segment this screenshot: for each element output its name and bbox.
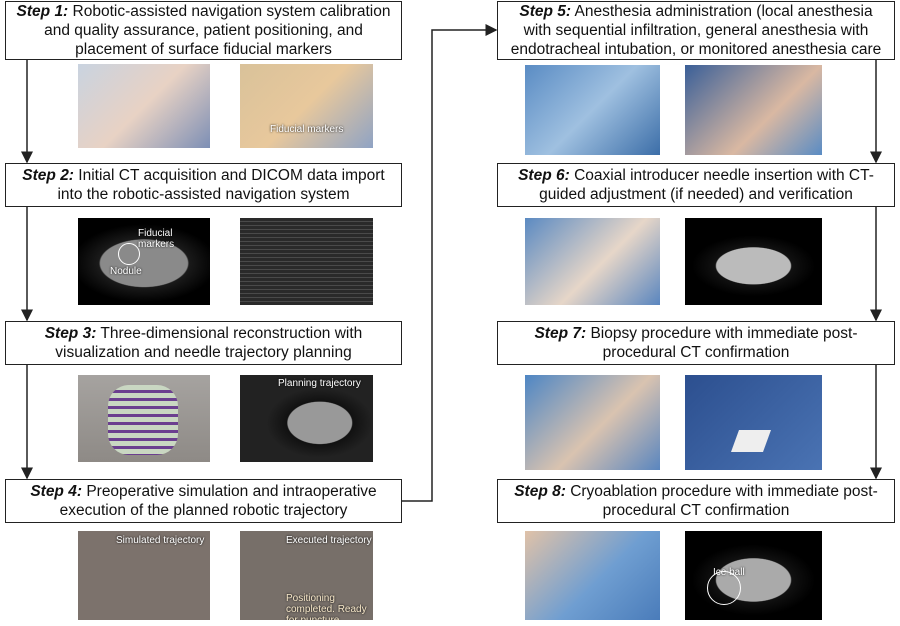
specimen-card	[730, 430, 772, 452]
step-1-box: Step 1: Robotic-assisted navigation syst…	[5, 1, 402, 60]
ice-ball-circle	[707, 571, 741, 605]
step-text: Initial CT acquisition and DICOM data im…	[57, 167, 385, 203]
biopsy-sample-photo	[685, 375, 822, 470]
step-6-box: Step 6: Coaxial introducer needle insert…	[497, 163, 895, 207]
step-text: Anesthesia administration (local anesthe…	[510, 3, 882, 58]
step-text: Cryoablation procedure with immediate po…	[570, 483, 878, 519]
ice-ball-ct-image: Ice ball	[685, 531, 822, 620]
simulated-trajectory-image: Simulated trajectory	[78, 531, 210, 620]
step-text: Robotic-assisted navigation system calib…	[44, 3, 391, 58]
simulated-label: Simulated trajectory	[116, 535, 205, 546]
ribcage-model	[108, 385, 178, 455]
fiducial-label: Fiducial markers	[138, 228, 175, 250]
trajectory-planning-screenshot: Planning trajectory	[240, 375, 373, 462]
local-anesthesia-photo	[525, 65, 660, 155]
patient-positioning-photo	[78, 64, 210, 148]
fiducial-label: Fiducial markers	[270, 124, 344, 135]
step-text: Three-dimensional reconstruction with vi…	[55, 325, 363, 361]
step-2-box: Step 2: Initial CT acquisition and DICOM…	[5, 163, 402, 207]
step-5-box: Step 5: Anesthesia administration (local…	[497, 1, 895, 60]
step-label: Step 1:	[16, 3, 69, 20]
step-label: Step 8:	[514, 483, 566, 500]
step-7-box: Step 7: Biopsy procedure with immediate …	[497, 321, 895, 365]
positioning-label: Positioning completed. Ready for punctur…	[286, 593, 367, 620]
planning-label: Planning trajectory	[278, 378, 361, 389]
step-text: Coaxial introducer needle insertion with…	[539, 167, 874, 203]
step-label: Step 7:	[534, 325, 587, 342]
biopsy-procedure-photo	[525, 375, 660, 470]
step-label: Step 5:	[519, 3, 572, 20]
step-label: Step 4:	[30, 483, 82, 500]
executed-label: Executed trajectory	[286, 535, 372, 546]
cryoablation-photo	[525, 531, 660, 620]
step-3-box: Step 3: Three-dimensional reconstruction…	[5, 321, 402, 365]
needle-ct-image	[685, 218, 822, 305]
3d-reconstruction-image	[78, 375, 210, 462]
nodule-circle	[118, 243, 140, 265]
general-anesthesia-photo	[685, 65, 822, 155]
nodule-label: Nodule	[110, 266, 142, 277]
step-label: Step 6:	[518, 167, 570, 184]
fiducial-placement-photo: Fiducial markers	[240, 64, 373, 148]
step-8-box: Step 8: Cryoablation procedure with imme…	[497, 479, 895, 523]
step-label: Step 2:	[22, 167, 74, 184]
step-text: Biopsy procedure with immediate post-pro…	[590, 325, 858, 361]
step-text: Preoperative simulation and intraoperati…	[59, 483, 377, 519]
step-4-box: Step 4: Preoperative simulation and intr…	[5, 479, 402, 523]
dicom-import-screenshot	[240, 218, 373, 305]
step-label: Step 3:	[44, 325, 97, 342]
needle-insertion-photo	[525, 218, 660, 305]
